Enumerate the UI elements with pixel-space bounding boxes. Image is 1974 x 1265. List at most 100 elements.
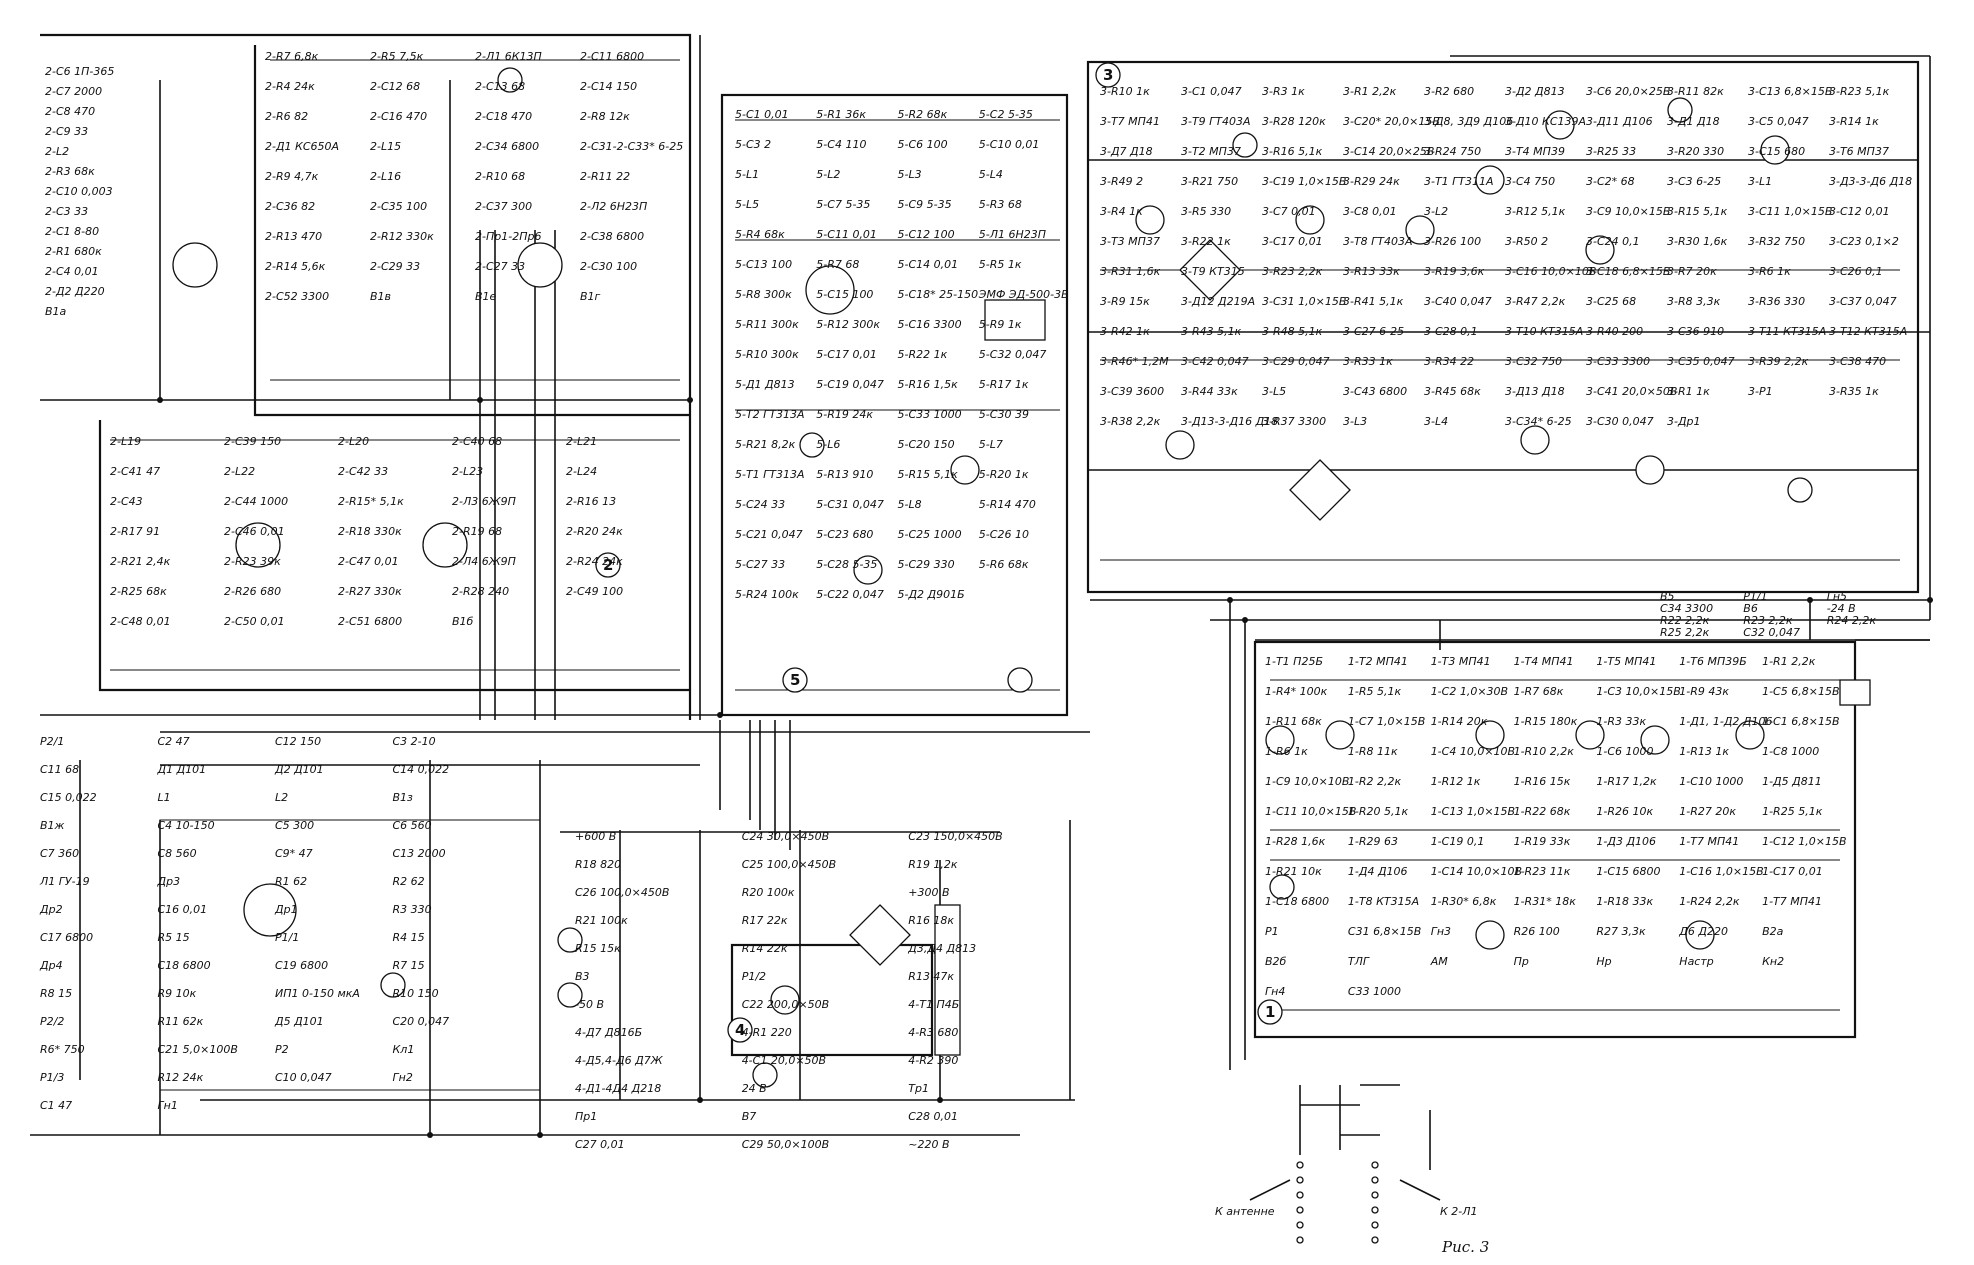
component-label: 3-С19 1,0×15В [1262, 175, 1346, 188]
component-label: 2-С30 100 [580, 260, 637, 273]
transistor-3-T2-icon [1295, 205, 1325, 235]
component-label: 4-Д7 Д816Б [575, 1026, 642, 1039]
component-label: 1-R16 15к [1514, 775, 1571, 788]
block-1-marker: 1 [1265, 1003, 1275, 1021]
component-label: С7 360 [40, 847, 79, 860]
component-label: 1-С3 10,0×15В [1596, 685, 1680, 698]
component-label: 3-Т11 КТ315А [1748, 325, 1826, 338]
component-label: 1-R29 63 [1348, 835, 1398, 848]
component-label: С15 0,022 [40, 791, 97, 804]
component-label: С16 0,01 [158, 903, 208, 916]
component-label: 3-Т10 КТ315А [1505, 325, 1583, 338]
component-label: R13 47к [908, 970, 954, 983]
component-label: 3-Т2 МП37 [1181, 145, 1241, 158]
component-label: 1-R18 33к [1596, 895, 1653, 908]
zener-2-D1-icon [497, 67, 523, 93]
component-label: 5-С17 0,01 [816, 348, 877, 361]
component-label: ~220 В [908, 1138, 949, 1151]
component-label: Гн4 [1265, 985, 1285, 998]
component-label: 5-R4 68к [735, 228, 785, 241]
component-label: 3-С3 6-25 [1667, 175, 1721, 188]
component-label: С3 2-10 [393, 735, 436, 748]
antenna-switch-insert [1249, 1084, 1441, 1244]
component-label: 1-Д1, 1-Д2 Д106 [1679, 715, 1772, 728]
component-label: 5-С1 0,01 [735, 108, 789, 121]
component-label: 1-R20 5,1к [1348, 805, 1409, 818]
component-label: 1-R6 1к [1265, 745, 1308, 758]
component-label: 2-С52 3300 [265, 290, 329, 303]
relay-P1-icon [1839, 679, 1871, 706]
component-label: Р2 [275, 1043, 289, 1056]
component-label: 1-С2 1,0×30В [1431, 685, 1508, 698]
component-label: С11 68 [40, 763, 79, 776]
component-label: 2-С40 68 [452, 435, 502, 448]
component-label: 1-R17 1,2к [1596, 775, 1657, 788]
component-label: 5-R21 8,2к [735, 438, 796, 451]
wiring [30, 35, 1931, 1136]
component-label: 3-С4 750 [1505, 175, 1555, 188]
transistor-1-T3-icon [1475, 720, 1505, 750]
component-label: 2-С14 150 [580, 80, 637, 93]
component-label: 1-Т4 МП41 [1514, 655, 1574, 668]
transistor-1-T8-icon [1685, 920, 1715, 950]
tube-5-L1-icon [805, 265, 855, 315]
component-label: -50 В [575, 998, 604, 1011]
component-label: -24 В [1827, 602, 1856, 615]
transistor-3-T11-icon [1520, 425, 1550, 455]
component-label: R25 2,2к [1660, 626, 1710, 639]
component-label: 1-R26 10к [1596, 805, 1653, 818]
component-label: 1-R13 1к [1679, 745, 1729, 758]
transistor-3-T9-icon [1760, 135, 1790, 165]
transistor-1-T1-icon [1265, 725, 1295, 755]
component-label: Настр [1679, 955, 1713, 968]
component-label: 3-С30 0,047 [1586, 415, 1654, 428]
component-label: 2-Л1 6К13П [475, 50, 542, 63]
component-label: 2-R23 39к [224, 555, 281, 568]
component-label: Р1 [1265, 925, 1279, 938]
component-label: 3-С29 0,047 [1262, 355, 1330, 368]
component-label: R20 100к [742, 886, 795, 899]
component-label: 1-С10 1000 [1679, 775, 1743, 788]
component-label: 2-С48 0,01 [110, 615, 171, 628]
component-label: 5-Л1 6Н23П [979, 228, 1046, 241]
component-label: R23 2,2к [1743, 614, 1793, 627]
component-label: В1а [45, 305, 67, 318]
component-label: 3-R16 5,1к [1262, 145, 1323, 158]
tube-2-L4-icon [422, 522, 468, 568]
component-label: 2-Д2 Д220 [45, 285, 105, 298]
zener-3-D10-icon [1667, 97, 1693, 123]
component-label: 2-L21 [566, 435, 597, 448]
component-label: АМ [1430, 955, 1449, 968]
component-label: С2 47 [158, 735, 190, 748]
component-label: 5-L5 [735, 198, 759, 211]
component-label: 2-С7 2000 [45, 85, 102, 98]
component-label: +300 В [908, 886, 949, 899]
component-label: С20 0,047 [393, 1015, 450, 1028]
component-label: 5-R2 68к [898, 108, 948, 121]
component-label: 5-С33 1000 [898, 408, 962, 421]
component-label: 24 В [742, 1082, 767, 1095]
component-label: 2-С41 47 [110, 465, 160, 478]
zener-3-D13-icon [1787, 477, 1813, 503]
component-label: 5-R11 300к [735, 318, 799, 331]
component-label: 1-С16 1,0×15В [1679, 865, 1763, 878]
component-label: С26 100,0×450В [575, 886, 669, 899]
component-label: 5-L4 [979, 168, 1003, 181]
component-label: 5-R24 100к [735, 588, 799, 601]
component-label: 2-R1 680к [45, 245, 102, 258]
component-label: 2-Л3 6Ж9П [452, 495, 516, 508]
emf-filter-icon [984, 299, 1046, 341]
component-label: 5-С20 150 [898, 438, 955, 451]
component-label: 3-Т9 ГТ403А [1181, 115, 1251, 128]
component-label: 3-С37 0,047 [1829, 295, 1897, 308]
component-label: 1-R22 68к [1514, 805, 1571, 818]
transformer-Tr1-icon [934, 904, 961, 1056]
component-label: 2-R10 68 [475, 170, 525, 183]
component-label: 3-Д1 Д18 [1667, 115, 1720, 128]
component-label: 2-R27 330к [338, 585, 402, 598]
component-label: R9 10к [158, 987, 197, 1000]
component-label: 5-С18* 25-150 [898, 288, 979, 301]
component-label: С10 0,047 [275, 1071, 332, 1084]
component-label: 3-R24 750 [1424, 145, 1481, 158]
component-label: 3-R3 1к [1262, 85, 1305, 98]
